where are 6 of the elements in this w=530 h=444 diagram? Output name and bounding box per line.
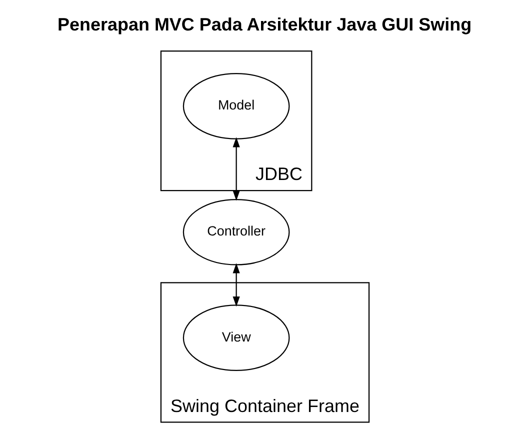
node-ellipse: Controller — [182, 198, 290, 266]
diagram-title: Penerapan MVC Pada Arsitektur Java GUI Swing — [57, 14, 472, 35]
arrow — [232, 137, 240, 201]
node-ellipse: Model — [182, 72, 290, 140]
arrow — [232, 263, 240, 307]
node-ellipse: View — [182, 304, 290, 372]
